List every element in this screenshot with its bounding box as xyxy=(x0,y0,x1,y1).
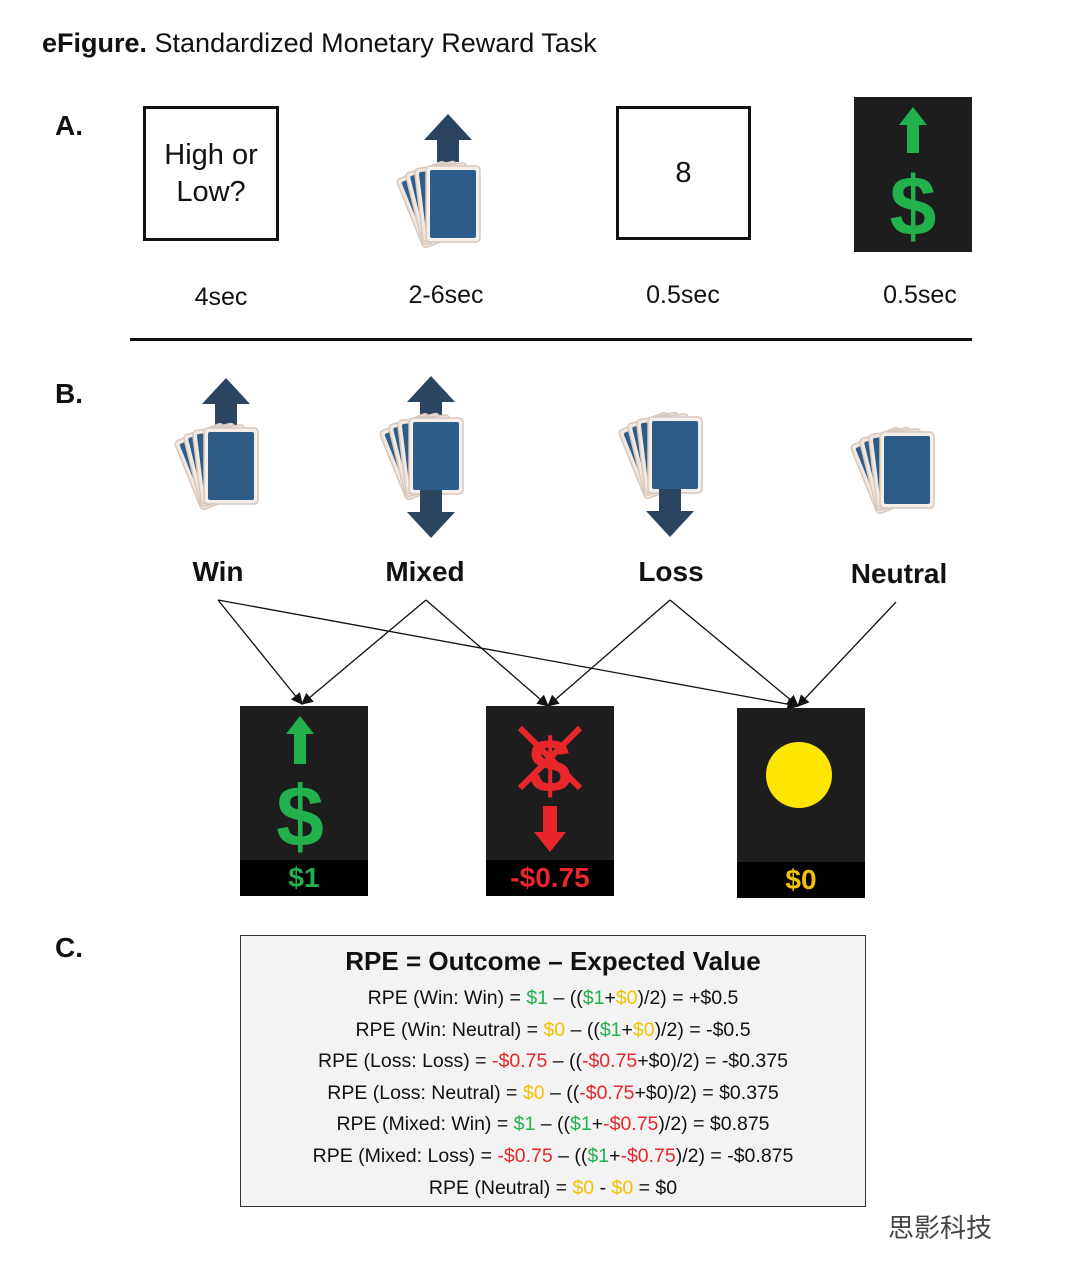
rpe-line: RPE (Loss: Loss) = -$0.75 – ((-$0.75+$0)… xyxy=(241,1046,865,1078)
rpe-term: )/2) = $0.875 xyxy=(658,1113,770,1136)
rpe-term: )/2) = -$0.875 xyxy=(675,1144,794,1167)
rpe-term: -$0.75 xyxy=(497,1144,553,1167)
rpe-term: RPE (Loss: Loss) = xyxy=(318,1050,492,1073)
prompt-box: High or Low? xyxy=(143,106,279,241)
rpe-term: - xyxy=(594,1176,612,1199)
rpe-term: -$0.75 xyxy=(620,1144,676,1167)
prompt-line-2: Low? xyxy=(176,175,246,208)
rpe-term: + xyxy=(604,987,616,1009)
rpe-term: = $0 xyxy=(633,1176,678,1199)
dollar-crossed-down-icon: $ xyxy=(517,724,583,852)
arrow-loss-to-neutral xyxy=(669,599,799,707)
panel-b-label: B. xyxy=(55,378,83,409)
svg-text:$: $ xyxy=(529,724,571,809)
rpe-term: $0 xyxy=(611,1176,634,1199)
rpe-term: + xyxy=(591,1113,604,1136)
rpe-term: $0 xyxy=(615,987,638,1009)
arrow-win-to-win xyxy=(217,599,303,705)
rpe-line: RPE (Neutral) = $0 - $0 = $0 xyxy=(241,1173,865,1205)
svg-text:$: $ xyxy=(276,769,324,860)
panel-divider xyxy=(130,338,972,341)
rpe-term: + xyxy=(609,1144,621,1167)
rpe-term: RPE (Mixed: Loss) = xyxy=(312,1144,498,1167)
number-box: 8 xyxy=(616,106,751,240)
rpe-term: – (( xyxy=(547,1050,582,1073)
rpe-term: +$0)/2) = -$0.375 xyxy=(637,1050,788,1073)
rpe-line: RPE (Win: Win) = $1 – (($1+$0)/2) = +$0.… xyxy=(241,983,865,1015)
rpe-term: -$0.75 xyxy=(579,1081,635,1104)
arrow-mixed-to-win xyxy=(301,599,427,705)
figure-title: eFigure. Standardized Monetary Reward Ta… xyxy=(42,28,597,59)
rpe-line: RPE (Loss: Neutral) = $0 – ((-$0.75+$0)/… xyxy=(241,1078,865,1110)
rpe-equation-box: RPE = Outcome – Expected Value RPE (Win:… xyxy=(240,935,866,1207)
prompt-line-1: High or xyxy=(164,138,258,171)
condition-loss: Loss xyxy=(638,556,704,587)
rpe-term: $0 xyxy=(572,1176,595,1199)
rpe-term: RPE (Mixed: Win) = xyxy=(336,1113,514,1136)
rpe-term: – (( xyxy=(552,1144,588,1167)
rpe-term: $1 xyxy=(582,987,605,1009)
rpe-term: RPE (Win: Win) = xyxy=(367,987,527,1009)
arrow-mixed-to-loss xyxy=(425,599,549,707)
rpe-term: + xyxy=(621,1018,633,1041)
rpe-term: $1 xyxy=(587,1144,610,1167)
rpe-term: +$0)/2) = $0.375 xyxy=(634,1081,779,1104)
watermark: 思影科技 xyxy=(888,1213,993,1243)
rpe-term: -$0.75 xyxy=(581,1050,638,1073)
duration-prompt: 4sec xyxy=(194,283,248,311)
rpe-term: – (( xyxy=(548,987,583,1009)
rpe-term: $0 xyxy=(522,1081,545,1104)
rpe-term: $1 xyxy=(513,1113,536,1136)
rpe-term: $0 xyxy=(543,1018,566,1041)
rpe-heading: RPE = Outcome – Expected Value xyxy=(345,946,761,976)
outcome-loss-value: -$0.75 xyxy=(486,860,614,896)
number-value: 8 xyxy=(675,156,692,189)
dollar-up-icon: $ xyxy=(276,716,324,865)
svg-text:$: $ xyxy=(890,159,937,252)
rpe-term: RPE (Win: Neutral) = xyxy=(355,1018,544,1041)
win-feedback-icon: $ xyxy=(854,97,972,252)
rpe-term: RPE (Loss: Neutral) = xyxy=(327,1081,523,1104)
outcome-neutral-value: $0 xyxy=(737,862,865,898)
rpe-term: $1 xyxy=(526,987,549,1009)
duration-number: 0.5sec xyxy=(646,281,720,309)
arrow-loss-to-loss xyxy=(547,599,671,707)
figure-title-bold: eFigure. xyxy=(42,28,148,58)
panel-c-label: C. xyxy=(55,932,83,963)
panel-a-label: A. xyxy=(55,110,83,141)
rpe-term: RPE (Neutral) = xyxy=(428,1176,573,1199)
rpe-term: $1 xyxy=(599,1018,622,1041)
rpe-term: $1 xyxy=(570,1113,592,1136)
rpe-term: – (( xyxy=(535,1113,571,1136)
rpe-line: RPE (Win: Neutral) = $0 – (($1+$0)/2) = … xyxy=(241,1015,865,1047)
rpe-line: RPE (Mixed: Loss) = -$0.75 – (($1+-$0.75… xyxy=(241,1141,865,1173)
condition-mixed: Mixed xyxy=(385,556,465,587)
rpe-term: -$0.75 xyxy=(603,1113,659,1136)
condition-win: Win xyxy=(192,556,244,587)
duration-cue: 2-6sec xyxy=(408,281,484,309)
outcome-neutral-panel: $0 xyxy=(737,708,865,898)
outcome-win-panel: $ $1 xyxy=(240,706,368,896)
rpe-term: – (( xyxy=(565,1018,600,1041)
outcome-win-value: $1 xyxy=(240,860,368,896)
figure-title-rest: Standardized Monetary Reward Task xyxy=(147,28,597,58)
rpe-term: )/2) = -$0.5 xyxy=(654,1018,751,1041)
rpe-line: RPE (Mixed: Win) = $1 – (($1+-$0.75)/2) … xyxy=(241,1109,865,1141)
duration-feedback: 0.5sec xyxy=(883,281,957,309)
arrow-neutral-to-neutral xyxy=(797,601,897,707)
rpe-term: )/2) = +$0.5 xyxy=(637,987,739,1009)
rpe-lines: RPE (Win: Win) = $1 – (($1+$0)/2) = +$0.… xyxy=(241,983,865,1204)
rpe-term: – (( xyxy=(544,1081,580,1104)
rpe-term: $0 xyxy=(632,1018,655,1041)
neutral-circle-icon xyxy=(766,742,832,808)
outcome-loss-panel: $ -$0.75 xyxy=(486,706,614,896)
rpe-term: -$0.75 xyxy=(492,1050,548,1073)
arrow-win-to-neutral xyxy=(217,599,800,710)
condition-neutral: Neutral xyxy=(850,558,948,589)
